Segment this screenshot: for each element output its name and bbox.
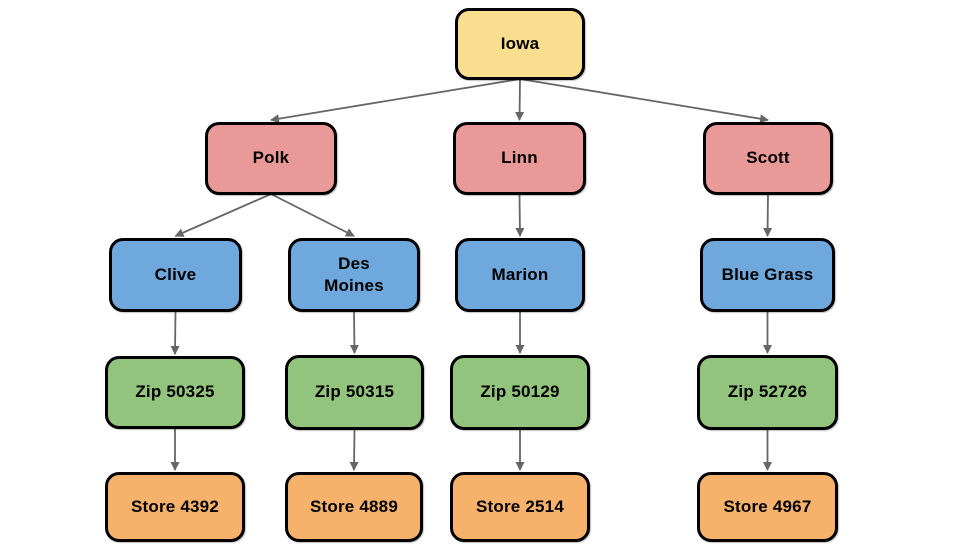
edge-iowa-to-scott — [519, 78, 769, 124]
edge-zip_50315-to-store_4889 — [349, 428, 359, 471]
edge-des_moines-to-zip_50315 — [349, 310, 359, 354]
node-store-4967: Store 4967 — [697, 472, 838, 542]
edge-linn-to-marion — [515, 193, 525, 237]
node-zip-50315: Zip 50315 — [285, 355, 424, 430]
node-label: Zip 50315 — [314, 382, 395, 402]
node-label: Store 4889 — [310, 496, 398, 516]
edge-scott-to-blue_grass — [763, 193, 773, 237]
node-label: Store 4967 — [723, 496, 812, 516]
node-label: Zip 50129 — [480, 382, 560, 402]
node-label: Blue Grass — [721, 264, 814, 284]
node-scott: Scott — [703, 122, 833, 195]
edge-polk-to-clive — [174, 193, 272, 237]
node-zip-50129: Zip 50129 — [450, 355, 590, 430]
node-label: Scott — [746, 148, 790, 168]
edge-polk-to-des_moines — [270, 193, 355, 237]
edge-iowa-to-linn — [515, 78, 525, 121]
node-label: Clive — [154, 264, 197, 284]
node-store-2514: Store 2514 — [450, 472, 590, 542]
node-label: Store 2514 — [476, 496, 564, 516]
node-label: Zip 50325 — [135, 382, 215, 402]
node-label: Marion — [491, 264, 549, 284]
node-zip-52726: Zip 52726 — [697, 355, 838, 430]
node-label: Iowa — [500, 33, 540, 53]
node-marion: Marion — [455, 238, 585, 312]
node-label: Linn — [501, 148, 538, 168]
node-blue-grass: Blue Grass — [700, 238, 835, 312]
node-store-4392: Store 4392 — [105, 472, 245, 542]
node-iowa: Iowa — [455, 8, 585, 80]
edge-iowa-to-polk — [270, 78, 521, 124]
edge-clive-to-zip_50325 — [170, 310, 180, 355]
node-label: Store 4392 — [131, 496, 219, 516]
node-linn: Linn — [453, 122, 586, 195]
node-store-4889: Store 4889 — [285, 472, 423, 542]
node-clive: Clive — [109, 238, 242, 312]
node-des-moines: Des Moines — [288, 238, 420, 312]
node-zip-50325: Zip 50325 — [105, 356, 245, 429]
node-label: Des Moines — [324, 253, 384, 295]
node-polk: Polk — [205, 122, 337, 195]
node-label: Polk — [252, 148, 290, 168]
node-label: Zip 52726 — [727, 382, 808, 402]
